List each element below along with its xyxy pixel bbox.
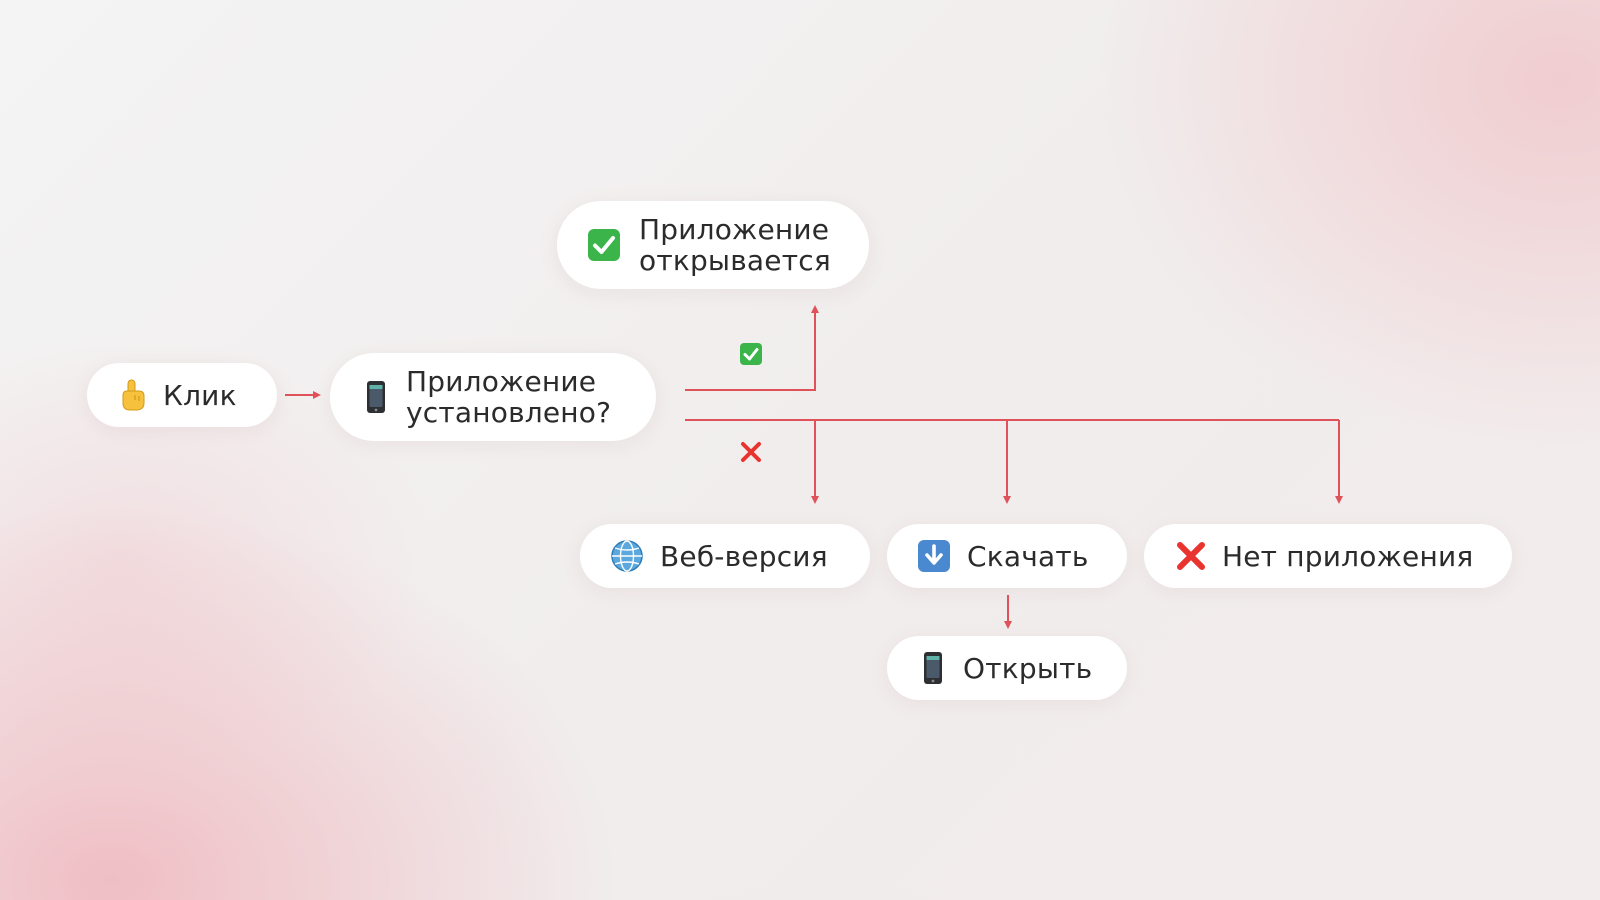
check-mark-icon bbox=[587, 228, 621, 262]
node-app-opens: Приложение открывается bbox=[557, 201, 869, 289]
node-installed-question-label: Приложение установлено? bbox=[406, 365, 612, 429]
node-open: Открыть bbox=[887, 636, 1127, 700]
globe-icon bbox=[610, 539, 644, 573]
node-web-version-label: Веб-версия bbox=[660, 539, 828, 573]
node-app-opens-label: Приложение открывается bbox=[639, 213, 831, 277]
node-download-label: Скачать bbox=[967, 539, 1089, 573]
node-open-label: Открыть bbox=[963, 651, 1093, 685]
download-arrow-icon bbox=[917, 539, 951, 573]
node-installed-question: Приложение установлено? bbox=[330, 353, 656, 441]
check-mark-icon bbox=[739, 342, 763, 366]
node-click-label: Клик bbox=[163, 378, 237, 412]
node-web-version: Веб-версия bbox=[580, 524, 870, 588]
node-click: Клик bbox=[87, 363, 277, 427]
yes-branch-mark bbox=[739, 342, 763, 370]
node-no-app: Нет приложения bbox=[1144, 524, 1512, 588]
pointing-finger-icon bbox=[117, 379, 147, 411]
node-no-app-label: Нет приложения bbox=[1222, 539, 1474, 573]
mobile-phone-icon bbox=[923, 651, 943, 685]
cross-mark-icon bbox=[739, 440, 763, 464]
node-download: Скачать bbox=[887, 524, 1127, 588]
mobile-phone-icon bbox=[366, 380, 386, 414]
cross-mark-icon bbox=[1174, 539, 1208, 573]
arrow-yes-to-app-opens bbox=[685, 305, 819, 391]
no-branch-mark bbox=[739, 440, 763, 468]
